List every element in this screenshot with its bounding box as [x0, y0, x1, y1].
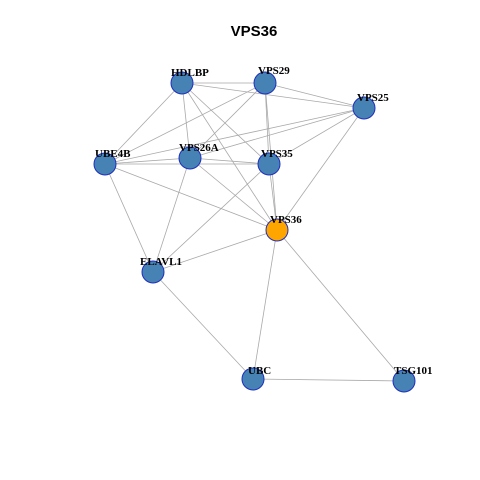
- node-label-ubc: UBC: [248, 365, 271, 377]
- diagram-title: VPS36: [231, 23, 278, 40]
- edge-vps35-elavl1: [152, 163, 270, 273]
- edge-vps25-vps35: [268, 107, 365, 165]
- edge-vps25-vps26a: [189, 107, 365, 159]
- node-ube4b: [93, 152, 117, 176]
- node-ubc: [241, 367, 265, 391]
- node-vps29: [253, 71, 277, 95]
- edge-vps29-vps25: [264, 82, 365, 109]
- node-vps36: [265, 218, 289, 242]
- node-label-tsg101: TSG101: [394, 365, 433, 377]
- edge-ube4b-vps26a: [104, 157, 191, 165]
- edge-vps26a-vps35: [189, 157, 270, 165]
- edge-hdlbp-vps35: [181, 82, 270, 165]
- node-label-vps29: VPS29: [258, 65, 290, 77]
- node-vps25: [352, 96, 376, 120]
- nodes-layer: [93, 71, 416, 393]
- edge-ube4b-elavl1: [104, 163, 154, 273]
- edges-layer: [104, 82, 405, 382]
- edge-vps26a-vps36: [189, 157, 278, 231]
- edge-vps25-ube4b: [104, 107, 365, 165]
- edge-hdlbp-vps36: [181, 82, 278, 231]
- node-label-hdlbp: HDLBP: [171, 67, 209, 79]
- edge-elavl1-ubc: [152, 271, 254, 380]
- edge-vps36-ubc: [252, 229, 278, 380]
- node-label-vps36: VPS36: [270, 214, 302, 226]
- edge-vps29-vps35: [264, 82, 270, 165]
- edge-vps36-tsg101: [276, 229, 405, 382]
- node-label-vps26a: VPS26A: [179, 142, 219, 154]
- node-label-elavl1: ELAVL1: [140, 256, 182, 268]
- edge-hdlbp-ube4b: [104, 82, 183, 165]
- edge-ube4b-vps36: [104, 163, 278, 231]
- node-elavl1: [141, 260, 165, 284]
- edge-hdlbp-vps25: [181, 82, 365, 109]
- node-vps35: [257, 152, 281, 176]
- node-label-vps25: VPS25: [357, 92, 389, 104]
- node-label-ube4b: UBE4B: [95, 148, 131, 160]
- edge-vps29-ube4b: [104, 82, 266, 165]
- edge-vps26a-elavl1: [152, 157, 191, 273]
- node-vps26a: [178, 146, 202, 170]
- edge-ubc-tsg101: [252, 378, 405, 382]
- edge-vps29-vps26a: [189, 82, 266, 159]
- node-label-vps35: VPS35: [261, 148, 293, 160]
- edge-hdlbp-vps26a: [181, 82, 191, 159]
- node-tsg101: [392, 369, 416, 393]
- edge-vps36-elavl1: [152, 229, 278, 273]
- edge-vps25-vps36: [276, 107, 365, 231]
- node-hdlbp: [170, 71, 194, 95]
